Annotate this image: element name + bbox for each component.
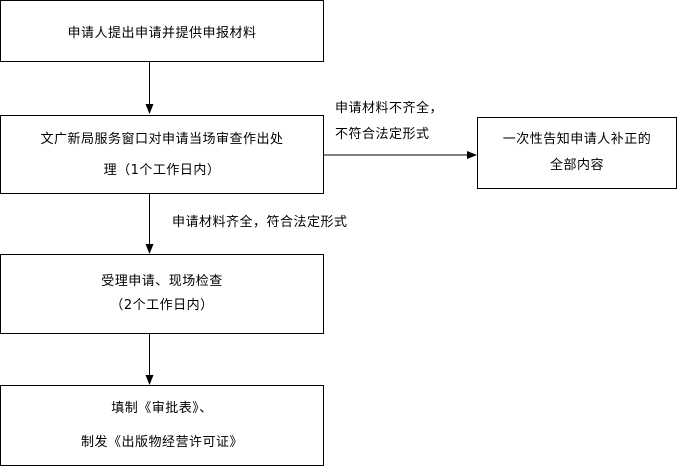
step3-text-line1: 受理申请、现场检查: [101, 274, 223, 289]
edge-incomplete-line2: 不符合法定形式: [335, 127, 430, 142]
side-notify-box: 一次性告知申请人补正的 全部内容: [477, 117, 677, 189]
edge-complete-line1: 申请材料齐全，符合法定形式: [172, 215, 348, 230]
step2-text-line1: 文广新局服务窗口对申请当场审查作出处: [40, 131, 284, 147]
step1-text: 申请人提出申请并提供申报材料: [67, 25, 257, 41]
step4-text-line2: 制发《出版物经营许可证》: [80, 434, 243, 450]
step3-accept-box: 受理申请、现场检查 （2个工作日内）: [0, 254, 324, 334]
step1-submit-box: 申请人提出申请并提供申报材料: [0, 0, 324, 62]
step2-text-line2: 理（1个工作日内）: [103, 162, 221, 178]
edge-incomplete-line1: 申请材料不齐全，: [335, 101, 444, 116]
side-box-text-line1: 一次性告知申请人补正的: [502, 132, 652, 147]
step4-text-line1: 填制《审批表》、: [111, 400, 213, 416]
step2-review-box: 文广新局服务窗口对申请当场审查作出处 理（1个工作日内）: [0, 115, 324, 194]
edge-label-incomplete: 申请材料不齐全， 不符合法定形式: [335, 96, 443, 148]
step4-issue-box: 填制《审批表》、 制发《出版物经营许可证》: [0, 385, 324, 466]
side-box-text-line2: 全部内容: [549, 158, 604, 173]
step3-text-line2: （2个工作日内）: [110, 298, 214, 313]
edge-label-complete: 申请材料齐全，符合法定形式: [172, 214, 348, 232]
